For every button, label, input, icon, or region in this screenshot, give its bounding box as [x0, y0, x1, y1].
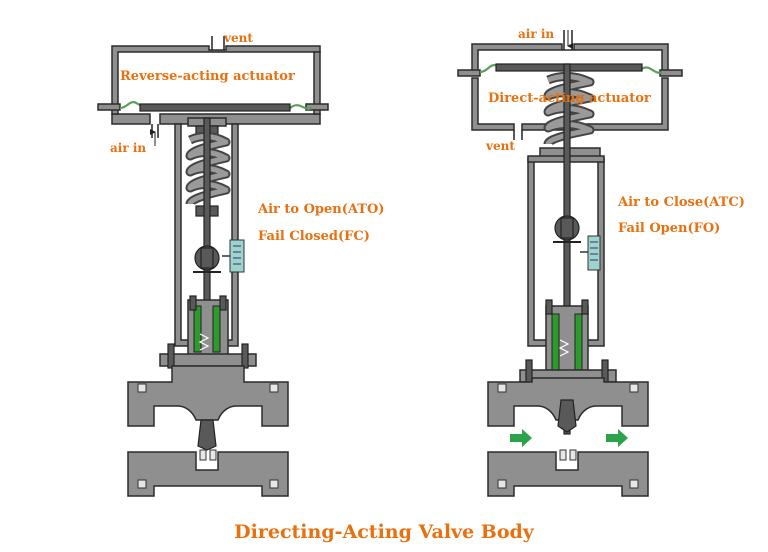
left-diaphragm-plate [139, 103, 291, 112]
flow-arrow-outlet-icon [606, 429, 628, 447]
left-plug [197, 419, 217, 451]
left-actuator-label: Reverse-acting actuator [120, 69, 295, 84]
right-valve-body-lower [487, 449, 649, 497]
left-action-label: Air to Open(ATO) [257, 202, 384, 217]
left-packing-left [193, 305, 202, 353]
right-travel-indicator [580, 235, 601, 271]
left-valve-body-lower [127, 449, 289, 497]
right-packing-left [551, 313, 560, 377]
right-fail-label: Fail Open(FO) [618, 221, 720, 236]
right-packing-right [574, 313, 583, 377]
right-vent-label: vent [485, 139, 515, 153]
left-bonnet [159, 295, 257, 369]
right-valve: Direct-acting actuator air in vent Air t… [457, 27, 745, 497]
left-actuator-housing [97, 36, 329, 146]
left-travel-indicator [222, 239, 245, 273]
diagram-caption: Directing-Acting Valve Body [234, 521, 535, 543]
right-air-in-label: air in [518, 27, 554, 41]
left-packing-right [212, 305, 221, 353]
right-valve-body [487, 377, 649, 433]
left-valve-body [127, 365, 289, 451]
left-vent-label: vent [223, 31, 253, 45]
left-air-in-label: air in [110, 141, 146, 155]
flow-arrow-inlet-icon [510, 429, 532, 447]
right-stem [563, 63, 571, 435]
left-stem-connector [193, 245, 221, 273]
right-plug [557, 399, 577, 433]
right-actuator-label: Direct-acting actuator [488, 91, 651, 106]
right-stem-connector [553, 215, 581, 243]
left-fail-label: Fail Closed(FC) [258, 229, 370, 244]
left-valve: Reverse-acting actuator vent air in Air … [97, 31, 384, 497]
right-action-label: Air to Close(ATC) [617, 195, 745, 210]
